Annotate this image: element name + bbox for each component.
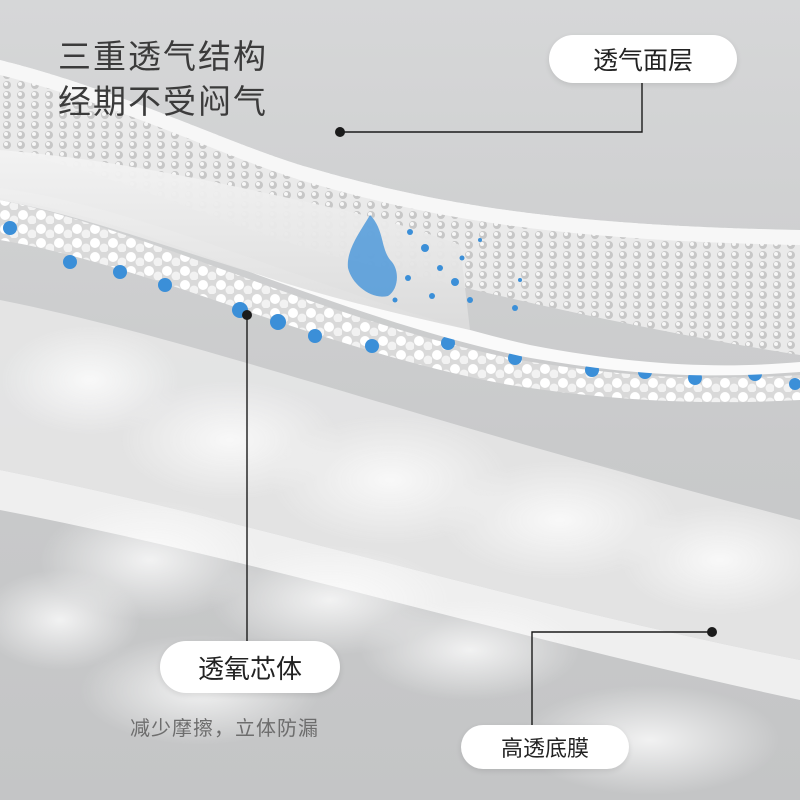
core-bead-band: [0, 200, 800, 403]
fluid-splash: [347, 215, 522, 311]
core-layer-label: 透氧芯体: [160, 641, 340, 693]
headline: 三重透气结构 经期不受闷气: [58, 34, 268, 124]
headline-line-2: 经期不受闷气: [58, 82, 268, 121]
core-layer-marker-dot: [242, 310, 252, 320]
headline-line-1: 三重透气结构: [58, 37, 268, 76]
leader-lines: [246, 83, 712, 725]
core-caption: 减少摩擦，立体防漏: [130, 716, 319, 740]
bottom-layer-label: 高透底膜: [461, 725, 629, 769]
bottom-layer-marker-dot: [707, 627, 717, 637]
top-layer-marker-dot: [335, 127, 345, 137]
top-layer-label: 透气面层: [549, 35, 737, 83]
